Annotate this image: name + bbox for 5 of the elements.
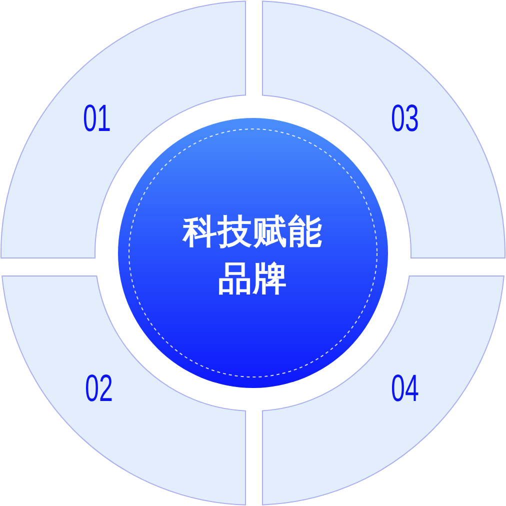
step-number: 03 [391, 100, 419, 138]
step-number: 01 [83, 100, 111, 138]
step-number: 04 [391, 370, 419, 408]
step-number: 02 [85, 370, 113, 408]
center-title: 科技赋能品牌 [181, 211, 324, 301]
